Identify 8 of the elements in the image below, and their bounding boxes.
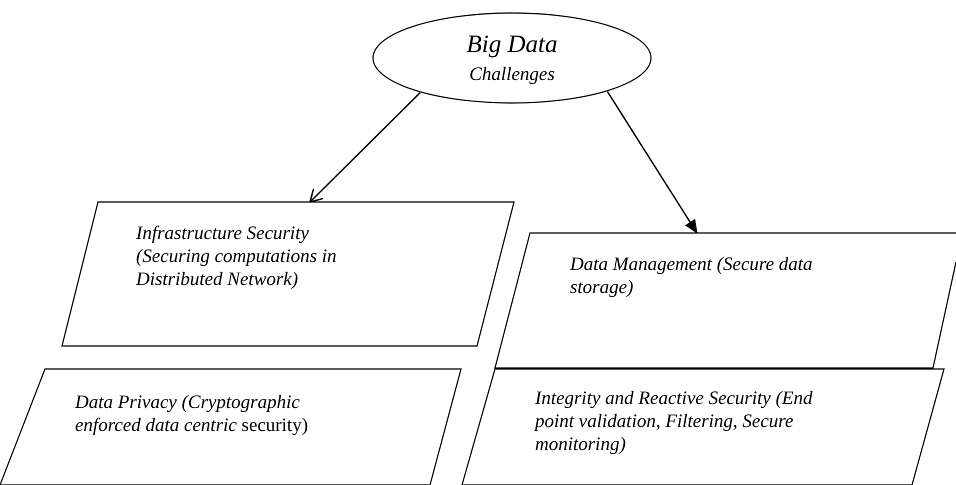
node-text: Integrity and Reactive Security (End point validation, Filtering, Secure monitoring) [535,388,814,456]
arrow [309,92,421,203]
node-subtitle: Challenges [468,64,556,87]
node-title: Big Data [466,30,558,60]
node-text: Data Privacy (Cryptographic enforced data centric security) [75,392,310,438]
node-text: Infrastructure Security (Securing computations in Distributed Network) [136,223,338,292]
arrow [606,91,698,234]
node-text: Data Management (Secure data storage) [570,254,814,300]
